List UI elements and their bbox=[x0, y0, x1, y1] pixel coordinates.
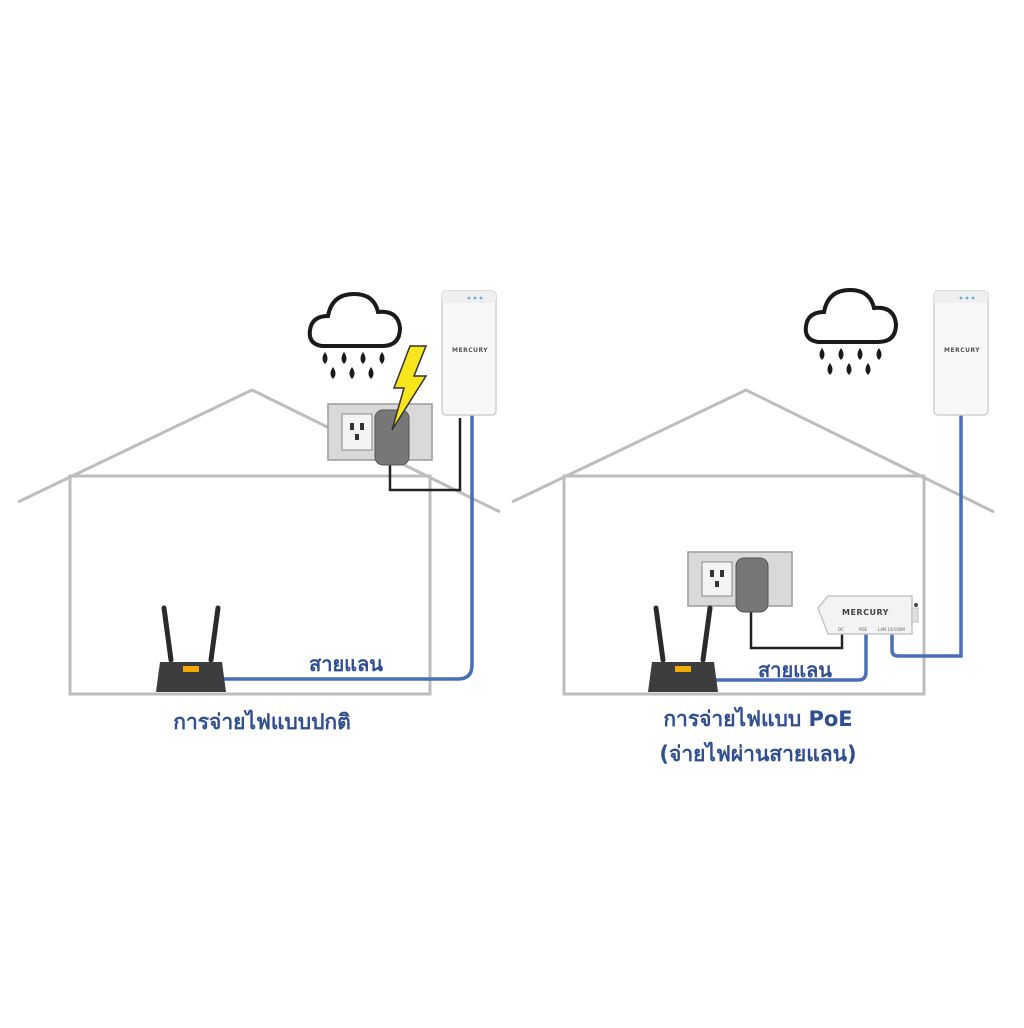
cloud-icon bbox=[803, 287, 899, 344]
lightning-icon bbox=[391, 345, 428, 431]
router-icon bbox=[648, 605, 718, 692]
ap-brand-right: MERCURY bbox=[944, 347, 981, 354]
injector-brand: MERCURY bbox=[842, 608, 889, 617]
caption-normal-power: การจ่ายไฟแบบปกติ bbox=[173, 710, 351, 734]
house-outline bbox=[511, 388, 995, 696]
rain-icon bbox=[322, 352, 385, 379]
caption-poe-line2: (จ่ายไฟผ่านสายแลน) bbox=[659, 742, 857, 766]
power-cable bbox=[388, 418, 462, 492]
router-icon bbox=[156, 605, 226, 692]
right-scene bbox=[511, 287, 995, 696]
ap-brand-left: MERCURY bbox=[452, 347, 489, 354]
lan-cable-ap-to-injector bbox=[890, 414, 963, 658]
power-adapter-icon bbox=[374, 409, 410, 466]
left-scene bbox=[17, 290, 501, 696]
cable-label-right: สายแลน bbox=[758, 658, 832, 682]
injector-port-poe: POE bbox=[859, 627, 868, 632]
cloud-icon bbox=[307, 291, 403, 348]
access-point-icon bbox=[933, 290, 989, 416]
injector-port-lan: LAN 10/100M bbox=[878, 627, 905, 632]
access-point-icon bbox=[441, 290, 497, 416]
house-outline bbox=[17, 388, 501, 696]
cable-label-left: สายแลน bbox=[309, 652, 383, 676]
lan-cable-injector-to-router bbox=[714, 634, 868, 682]
power-cable bbox=[749, 612, 844, 650]
injector-port-dc: DC bbox=[838, 627, 844, 632]
lan-cable bbox=[224, 414, 474, 681]
caption-poe-line1: การจ่ายไฟแบบ PoE bbox=[663, 707, 853, 731]
rain-icon bbox=[819, 348, 882, 375]
poe-injector-icon bbox=[817, 595, 919, 635]
power-adapter-icon bbox=[735, 557, 769, 613]
